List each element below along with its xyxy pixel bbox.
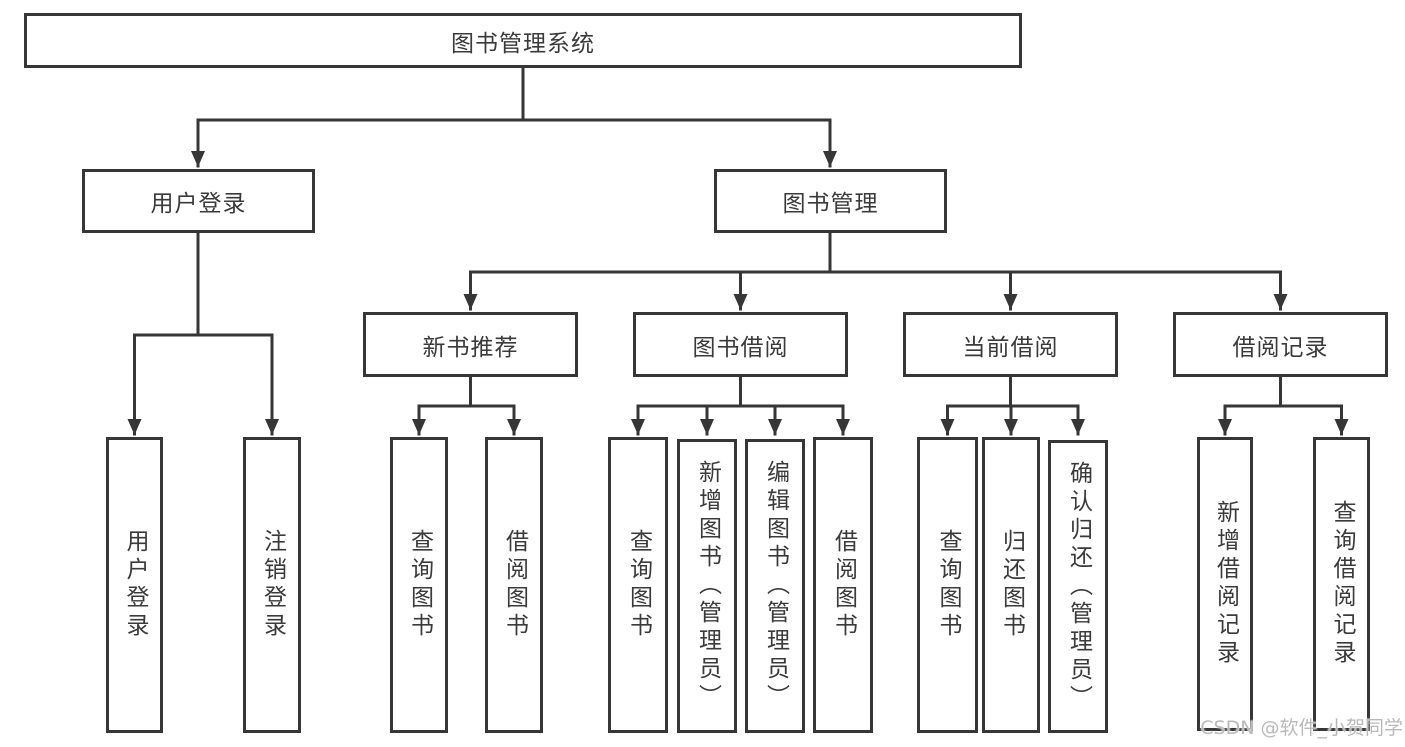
leaf-add-book-admin-label: 新增图书（管理员）	[694, 460, 721, 712]
leaf-edit-book-admin: 编辑图书（管理员）	[745, 439, 805, 733]
node-new-book-recommendation: 新书推荐	[363, 312, 578, 377]
leaf-logout-label: 注销登录	[259, 529, 286, 641]
leaf-search-borrow-record-label: 查询借阅记录	[1329, 500, 1355, 668]
leaf-borrow-books-label: 借阅图书	[830, 529, 857, 641]
leaf-confirm-return-admin-label: 确认归还（管理员）	[1065, 460, 1092, 713]
leaf-search-books-recommend-label: 查询图书	[406, 529, 433, 641]
leaf-search-books-recommend: 查询图书	[390, 437, 448, 733]
leaf-borrow-books-recommend: 借阅图书	[485, 437, 543, 733]
node-current-borrowing: 当前借阅	[903, 312, 1118, 377]
node-root: 图书管理系统	[24, 13, 1022, 68]
leaf-search-books-current: 查询图书	[917, 437, 978, 733]
node-borrowing-records-label: 借阅记录	[1232, 334, 1329, 361]
node-current-borrowing-label: 当前借阅	[962, 334, 1059, 361]
leaf-add-borrow-record: 新增借阅记录	[1197, 437, 1253, 731]
node-user-login-label: 用户登录	[150, 191, 247, 217]
csdn-watermark: CSDN @软件_小贺同学	[1200, 717, 1403, 739]
leaf-borrow-books-recommend-label: 借阅图书	[501, 529, 528, 641]
leaf-borrow-books: 借阅图书	[813, 437, 873, 733]
leaf-search-borrow-record: 查询借阅记录	[1313, 437, 1370, 731]
leaf-search-books-current-label: 查询图书	[935, 529, 961, 641]
leaf-edit-book-admin-label: 编辑图书（管理员）	[762, 460, 789, 712]
leaf-logout: 注销登录	[243, 437, 301, 733]
node-borrowing-records: 借阅记录	[1173, 312, 1388, 377]
leaf-return-book: 归还图书	[982, 437, 1040, 733]
leaf-add-book-admin: 新增图书（管理员）	[677, 439, 737, 733]
leaf-search-books-borrow-label: 查询图书	[625, 529, 652, 641]
leaf-add-borrow-record-label: 新增借阅记录	[1212, 500, 1239, 668]
node-root-label: 图书管理系统	[451, 30, 595, 57]
leaf-confirm-return-admin: 确认归还（管理员）	[1048, 440, 1108, 733]
leaf-search-books-borrow: 查询图书	[608, 437, 668, 733]
node-user-login: 用户登录	[82, 169, 315, 233]
node-new-book-recommendation-label: 新书推荐	[422, 334, 519, 361]
node-book-management-label: 图书管理	[782, 191, 879, 217]
node-book-borrowing-label: 图书借阅	[692, 334, 789, 361]
node-book-management: 图书管理	[714, 169, 947, 233]
leaf-user-login-label: 用户登录	[122, 529, 148, 641]
node-book-borrowing: 图书借阅	[633, 312, 848, 377]
leaf-return-book-label: 归还图书	[998, 529, 1025, 641]
leaf-user-login: 用户登录	[106, 437, 163, 733]
